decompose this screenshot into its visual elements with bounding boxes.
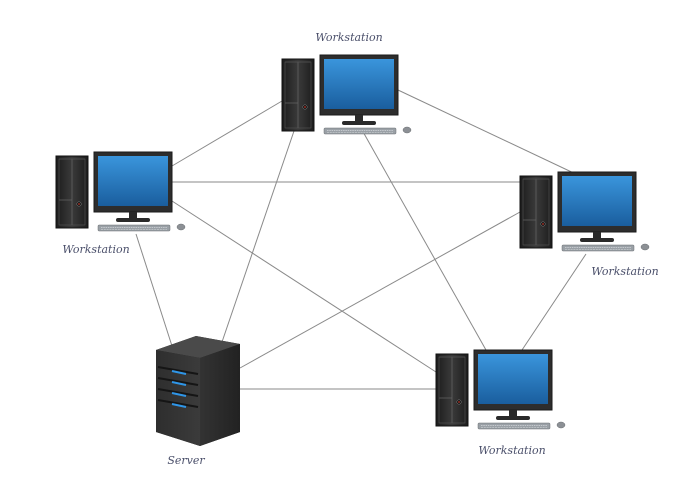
link-ws-top-to-ws-bottom	[361, 129, 487, 351]
workstation-icon	[281, 54, 412, 135]
node-ws-right[interactable]: Workstation	[519, 171, 659, 278]
link-ws-left-to-server	[135, 233, 173, 347]
node-ws-top[interactable]: Workstation	[281, 31, 412, 135]
link-ws-top-to-server	[221, 130, 295, 343]
workstation-icon	[55, 151, 186, 232]
workstation-icon	[519, 171, 650, 252]
node-label: Workstation	[62, 243, 129, 256]
link-ws-top-to-ws-right	[397, 89, 581, 177]
node-ws-bottom[interactable]: Workstation	[435, 349, 566, 457]
server-icon	[156, 336, 240, 446]
link-ws-left-to-ws-bottom	[171, 200, 437, 373]
node-label: Workstation	[478, 444, 545, 457]
link-ws-right-to-ws-bottom	[521, 253, 587, 351]
node-label: Workstation	[315, 31, 382, 44]
node-label: Server	[167, 454, 205, 467]
network-nodes: WorkstationWorkstationWorkstationWorksta…	[55, 31, 659, 467]
workstation-icon	[435, 349, 566, 430]
link-ws-right-to-server	[239, 211, 521, 369]
node-label: Workstation	[591, 265, 658, 278]
node-ws-left[interactable]: Workstation	[55, 151, 186, 256]
node-server[interactable]: Server	[156, 336, 240, 467]
network-links	[135, 89, 587, 390]
link-ws-left-to-ws-top	[171, 100, 283, 167]
